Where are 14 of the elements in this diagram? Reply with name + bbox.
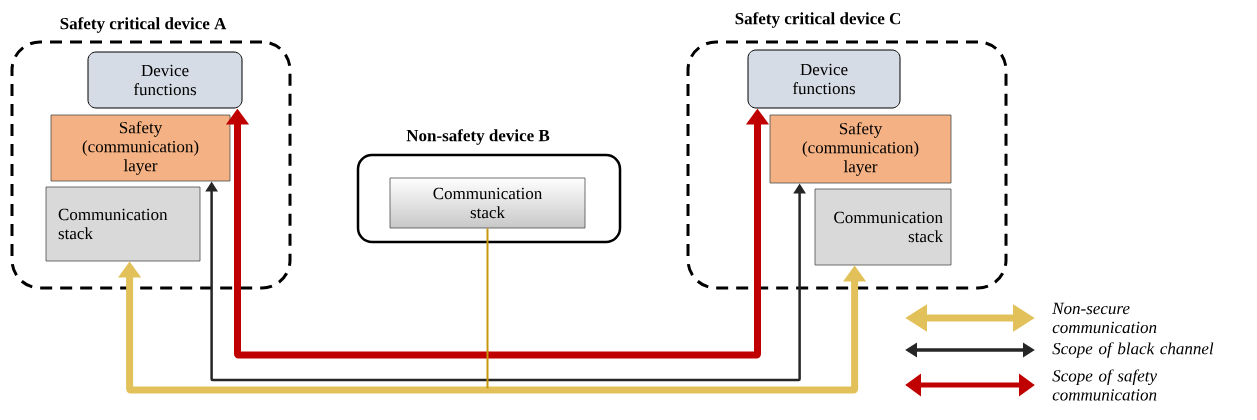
legend-text: Scope of safety communication: [1052, 369, 1157, 401]
device-heading: Non-safety device B: [406, 129, 550, 145]
stack-box: Communication stack: [389, 177, 586, 229]
stack-box: Communication stack: [45, 186, 201, 262]
connector-line: [486, 227, 489, 390]
layer-box: Safety (communication) layer: [50, 114, 231, 182]
legend-text: Non-secure communication: [1052, 302, 1157, 334]
function-box: Device functions: [87, 51, 243, 109]
device-heading: Safety critical device A: [60, 17, 227, 33]
stack-box: Communication stack: [814, 188, 952, 266]
legend-text: Scope of black channel: [1052, 342, 1214, 358]
device-heading: Safety critical device C: [735, 12, 901, 28]
layer-box: Safety (communication) layer: [769, 114, 952, 184]
function-box: Device functions: [747, 49, 901, 109]
